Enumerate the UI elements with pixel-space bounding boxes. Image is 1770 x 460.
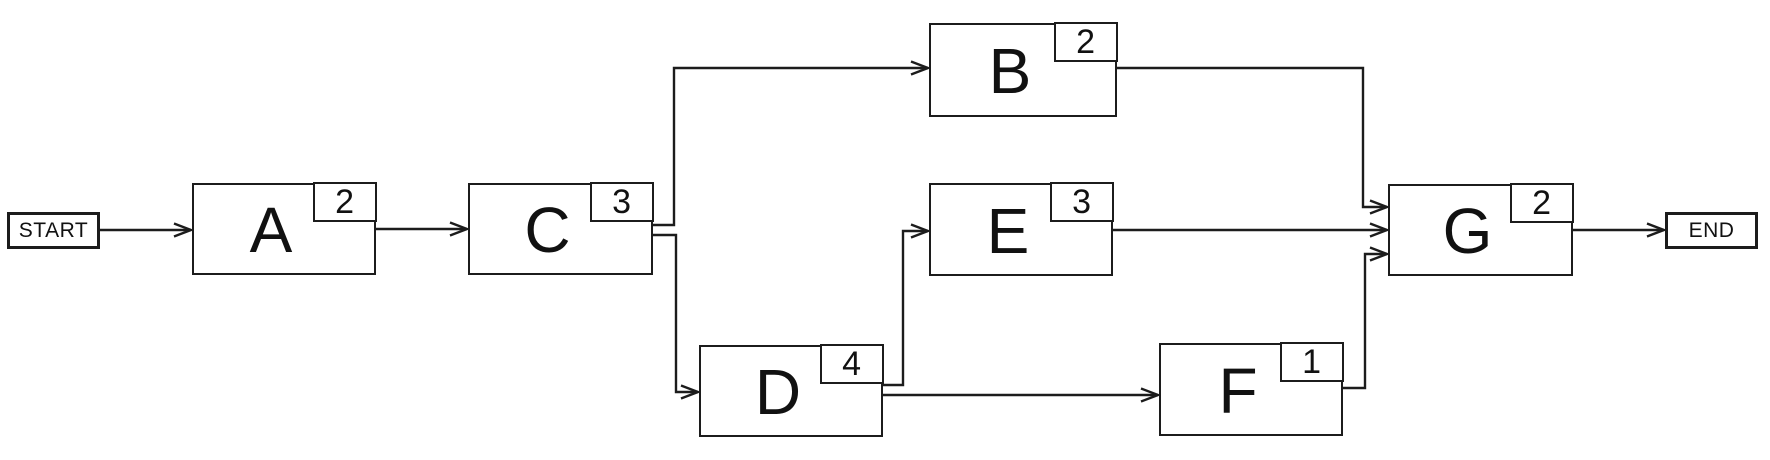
node-d-duration-badge: 4	[819, 344, 884, 385]
edge-b-to-g	[1117, 66, 1391, 215]
edge-f-to-g	[1343, 246, 1391, 390]
node-c-duration-value: 3	[612, 183, 632, 222]
node-b-duration-value: 2	[1076, 23, 1096, 62]
node-c-label: C	[524, 194, 571, 266]
node-g[interactable]: G 2	[1388, 183, 1574, 276]
node-f-duration-badge: 1	[1279, 342, 1344, 383]
node-d-label: D	[754, 356, 802, 428]
node-e-duration-value: 3	[1072, 183, 1092, 222]
node-b-duration-badge: 2	[1053, 22, 1118, 63]
node-e-label: E	[986, 194, 1030, 267]
node-a-duration-badge: 2	[312, 182, 377, 223]
node-g-duration-value: 2	[1532, 184, 1552, 223]
node-start-label: START	[18, 218, 89, 242]
node-g-label: G	[1442, 195, 1493, 267]
node-d[interactable]: D 4	[699, 344, 884, 437]
node-end[interactable]: END	[1665, 212, 1758, 249]
node-f-label: F	[1218, 354, 1258, 427]
node-d-duration-value: 4	[842, 345, 862, 384]
edge-c-to-b	[653, 60, 932, 227]
node-f-duration-value: 1	[1302, 343, 1322, 382]
node-c[interactable]: C 3	[468, 182, 654, 275]
node-a-label: A	[249, 194, 293, 266]
node-f[interactable]: F 1	[1159, 342, 1344, 436]
node-e[interactable]: E 3	[929, 182, 1114, 276]
node-b[interactable]: B 2	[929, 22, 1118, 117]
node-end-label: END	[1688, 218, 1735, 242]
node-start[interactable]: START	[7, 212, 100, 249]
node-b-label: B	[988, 35, 1032, 107]
node-c-duration-badge: 3	[589, 182, 654, 223]
edge-d-to-e	[883, 223, 932, 387]
edge-c-to-d	[653, 233, 702, 400]
node-a-duration-value: 2	[335, 183, 355, 222]
node-e-duration-badge: 3	[1049, 182, 1114, 223]
node-a[interactable]: A 2	[192, 182, 377, 275]
node-g-duration-badge: 2	[1509, 183, 1574, 224]
